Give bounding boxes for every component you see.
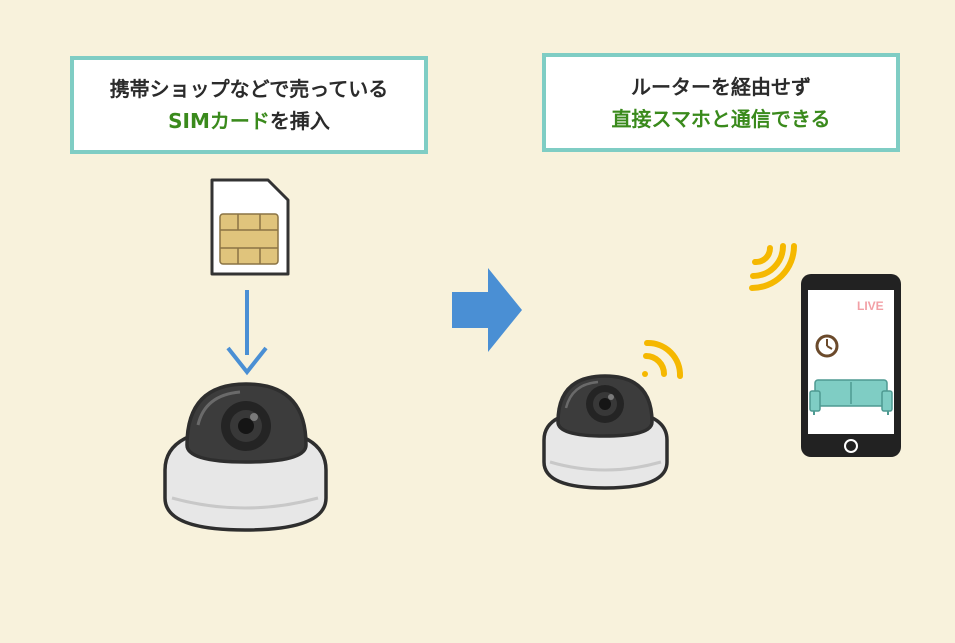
sim-callout-line2-rest: を挿入 <box>269 109 330 133</box>
smartphone-icon: LIVE <box>801 274 901 457</box>
dome-camera-right-icon <box>542 374 669 490</box>
sim-callout: 携帯ショップなどで売っている SIMカードを挿入 <box>70 56 428 154</box>
phone-wifi-icon <box>749 243 797 291</box>
insert-arrow-icon <box>226 290 268 376</box>
dome-camera-left-icon <box>163 382 328 532</box>
direct-connection-callout: ルーターを経由せず 直接スマホと通信できる <box>542 53 900 152</box>
clock-icon <box>815 334 839 358</box>
direct-callout-line1: ルーターを経由せず <box>631 74 811 99</box>
sim-callout-line2: SIMカードを挿入 <box>74 105 424 137</box>
live-badge: LIVE <box>857 299 884 313</box>
flow-arrow-icon <box>452 268 522 352</box>
sim-card-highlight: SIMカード <box>168 109 270 133</box>
direct-callout-highlight: 直接スマホと通信できる <box>611 106 831 131</box>
sim-card-icon <box>210 178 290 276</box>
camera-wifi-icon <box>642 339 684 379</box>
sofa-icon <box>809 379 893 415</box>
sim-callout-line1: 携帯ショップなどで売っている <box>109 77 389 101</box>
